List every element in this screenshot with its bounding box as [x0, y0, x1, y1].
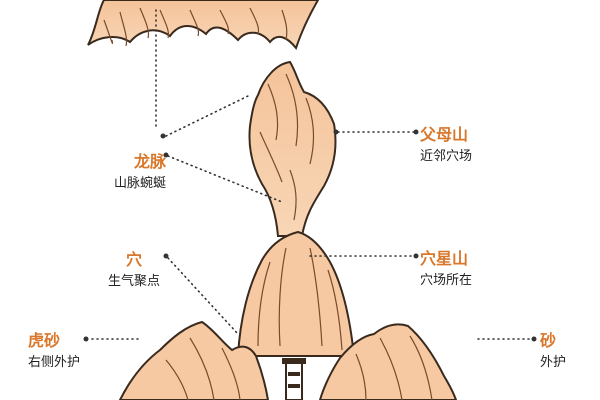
leader-dots	[83, 129, 537, 342]
sand-subtitle: 外护	[540, 355, 567, 370]
leader-lines	[91, 9, 533, 340]
acupoint-subtitle: 生气聚点	[108, 274, 161, 289]
top-dragon-ridge	[87, 0, 320, 51]
parent-mountain-ridge	[248, 60, 337, 237]
sand-title: 砂	[540, 331, 557, 350]
dragon-vein-title: 龙脉	[134, 152, 167, 171]
acupoint-star-mountain-subtitle: 穴场所在	[420, 273, 473, 288]
leader-acupoint	[167, 257, 239, 335]
acupoint-label: 穴 生气聚点	[108, 246, 160, 289]
tiger-sand-title: 虎砂	[28, 331, 61, 350]
leader-dragon-vein-lower	[167, 155, 283, 203]
parent-mountain-title: 父母山	[420, 125, 469, 144]
tiger-sand-subtitle: 右侧外护	[28, 355, 81, 370]
acupoint-title: 穴	[126, 250, 143, 269]
parent-mountain-label: 父母山 近邻穴场	[420, 121, 472, 164]
tiger-sand-label: 虎砂 右侧外护	[28, 327, 80, 370]
acupoint-star-mountain-title: 穴星山	[420, 249, 469, 268]
acupoint-tower-icon	[282, 358, 306, 400]
parent-mountain-subtitle: 近邻穴场	[420, 149, 473, 164]
acupoint-star-mountain-label: 穴星山 穴场所在	[420, 245, 472, 288]
acupoint-star-mountain	[236, 230, 356, 357]
mountain-hatching	[103, 7, 433, 400]
leader-dragon-vein-upper	[165, 95, 249, 137]
right-sand-hills	[318, 323, 458, 400]
sand-label: 砂 外护	[540, 327, 566, 370]
dragon-vein-subtitle: 山脉蜿蜒	[114, 176, 167, 191]
left-sand-hills	[118, 320, 270, 400]
dragon-vein-label: 龙脉 山脉蜿蜒	[114, 148, 166, 191]
